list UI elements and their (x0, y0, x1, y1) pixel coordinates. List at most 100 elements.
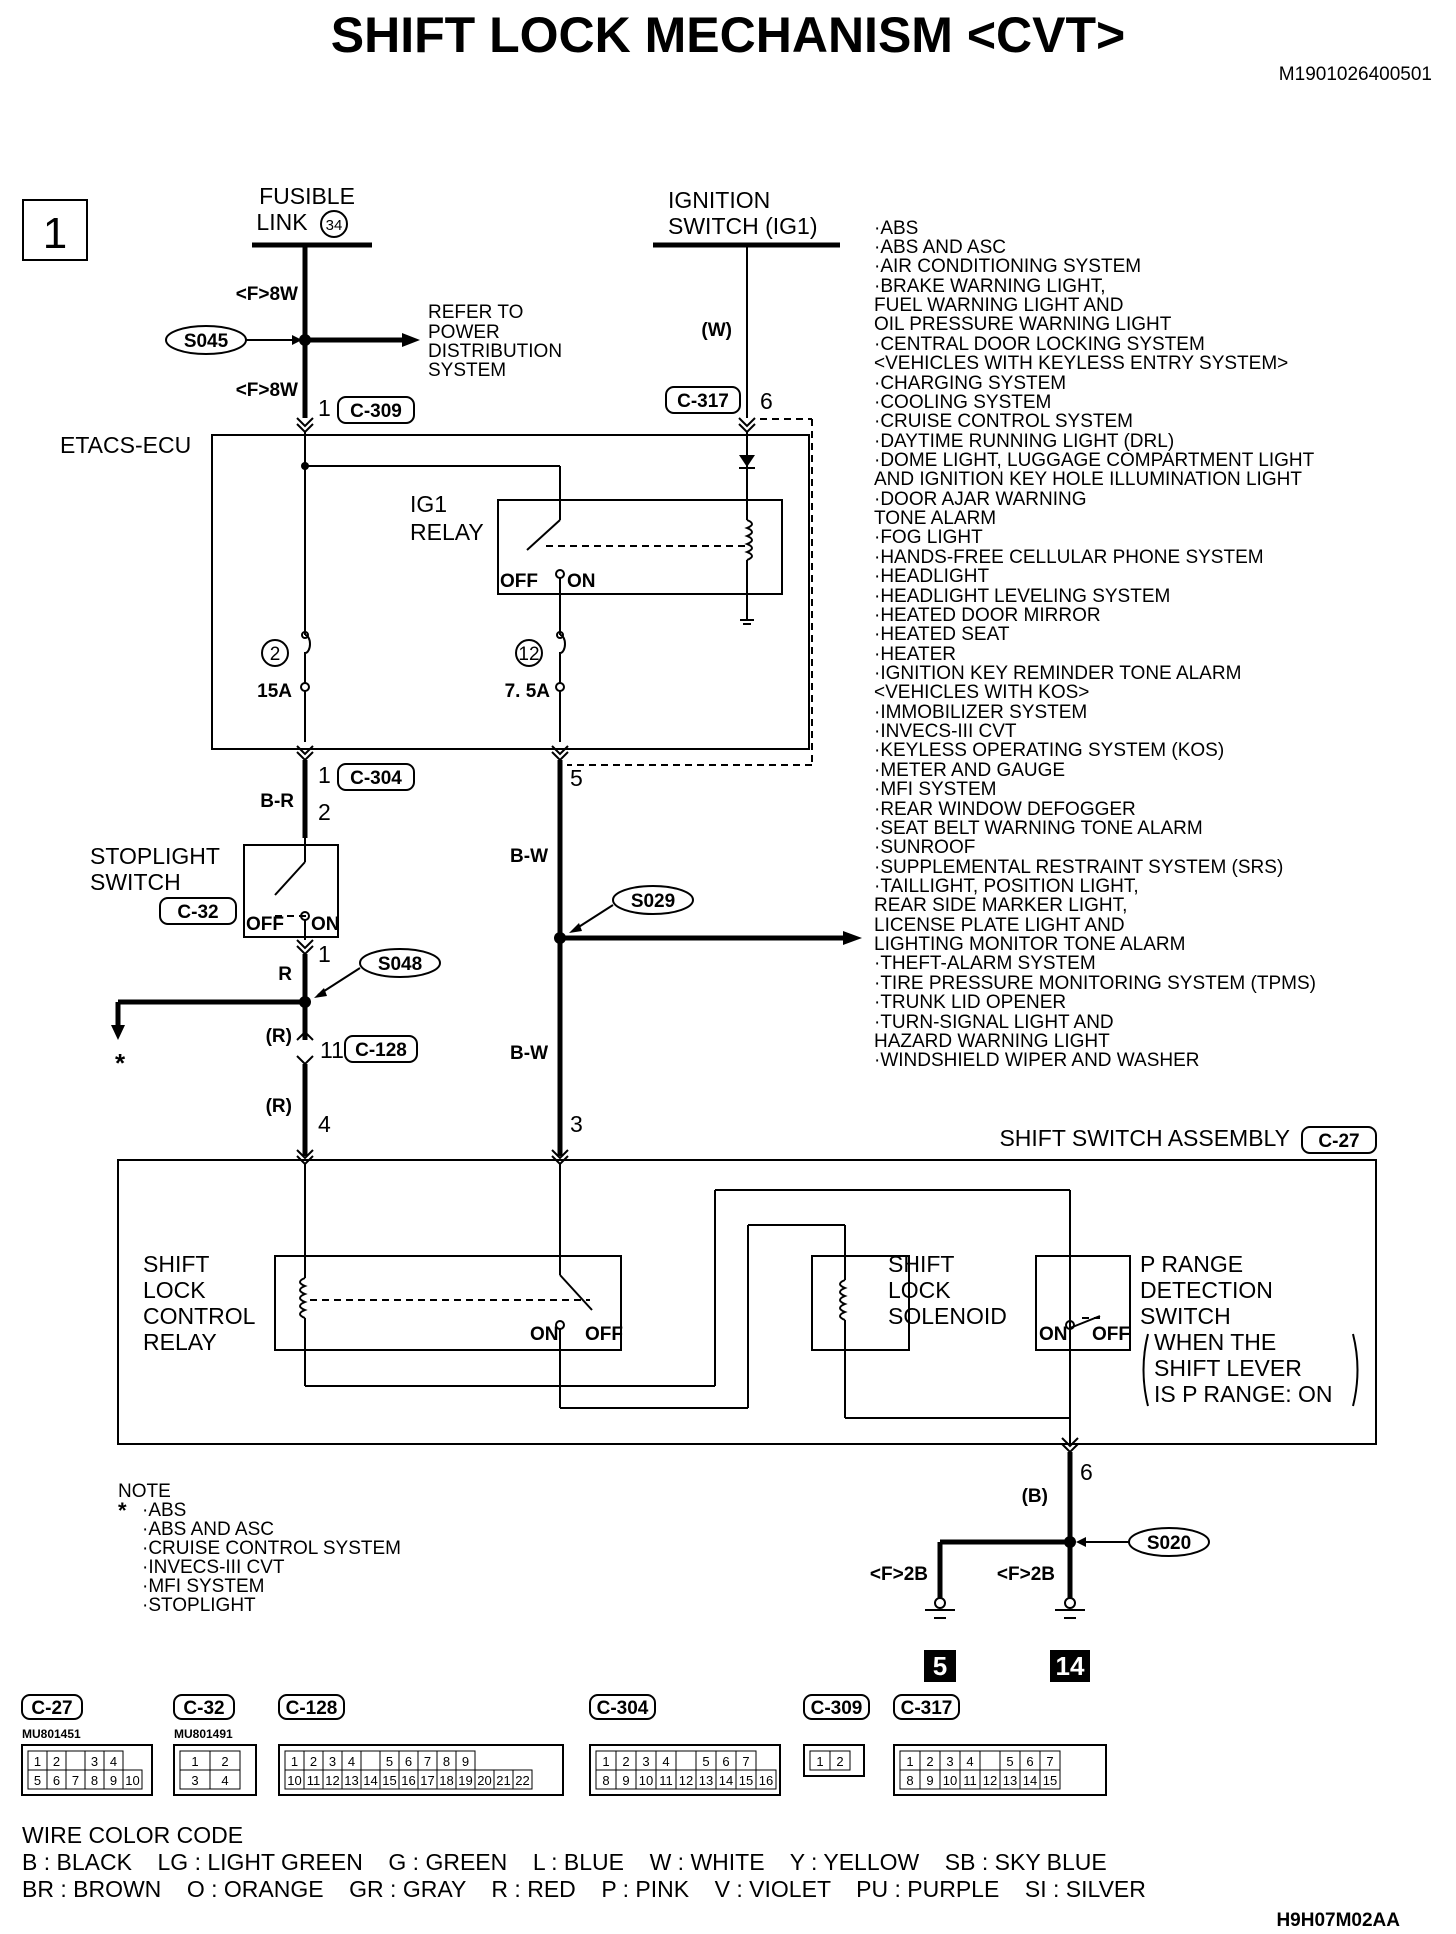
connector-view-pin: 5 (34, 1773, 41, 1788)
connector-view-pin: 15 (382, 1773, 396, 1788)
systems-item: ·MFI SYSTEM (874, 779, 996, 800)
connector-view-pin: 22 (515, 1773, 529, 1788)
wire-label-r: R (278, 964, 292, 985)
splice-s048-label: S048 (378, 954, 422, 975)
note-item: ·INVECS-III CVT (142, 1557, 285, 1578)
fuse-2-number: 2 (270, 644, 281, 665)
connector-view-cavity (829, 1750, 851, 1771)
arrow-power-distribution (402, 333, 420, 347)
connector-view-cavity (209, 1769, 241, 1790)
splice-s029-label: S029 (631, 891, 675, 912)
connector-c317-label: C-317 (677, 391, 729, 412)
note-block: NOTE * ·ABS ·ABS AND ASC ·CRUISE CONTROL… (118, 1481, 401, 1616)
refer-to-4: SYSTEM (428, 360, 506, 381)
connector-view-name: C-304 (597, 1698, 649, 1719)
ig1-relay-contact (555, 569, 565, 579)
etacs-ecu-label: ETACS-ECU (60, 432, 191, 458)
connector-view-pin: 4 (662, 1754, 669, 1769)
shift-lock-relay-label-2: LOCK (143, 1277, 206, 1303)
connector-view-body (893, 1744, 1107, 1796)
connector-view-pin: 1 (602, 1754, 609, 1769)
connector-view-pin: 1 (906, 1754, 913, 1769)
systems-item: ·SUNROOF (874, 837, 975, 858)
connector-view-pin: 13 (1003, 1773, 1017, 1788)
wire-label-b: (B) (1022, 1486, 1048, 1507)
refer-to-3: DISTRIBUTION (428, 341, 562, 362)
p-range-paren-right (1352, 1333, 1359, 1407)
connector-view-pin: 6 (722, 1754, 729, 1769)
fuse-12-number-circle (515, 639, 543, 667)
connector-c317-tag (665, 386, 741, 414)
wire-color-code-row-2: BR : BROWN O : ORANGE GR : GRAY R : RED … (22, 1876, 1146, 1902)
systems-item: ·BRAKE WARNING LIGHT, (874, 276, 1106, 297)
connector-view-pin: 2 (221, 1754, 228, 1769)
connector-view-pin: 11 (963, 1773, 977, 1788)
stoplight-switch-off: OFF (246, 914, 284, 935)
fuse-12-rating: 7. 5A (505, 681, 551, 702)
shift-lock-relay-label-1: SHIFT (143, 1251, 209, 1277)
connector-view-pin: 5 (702, 1754, 709, 1769)
ignition-switch-label-2: SWITCH (IG1) (668, 213, 818, 239)
connector-view-cavity (122, 1769, 143, 1790)
splice-s048-leader-arrow (314, 988, 327, 998)
fuse-2-symbol (304, 634, 311, 742)
fusible-link-label-1: FUSIBLE (259, 183, 355, 209)
connector-view-pin: 3 (642, 1754, 649, 1769)
connector-view-pin: 14 (719, 1773, 733, 1788)
ig1-relay-coil (744, 519, 753, 561)
connector-view-pin: 8 (443, 1754, 450, 1769)
shift-lock-solenoid-box (811, 1255, 910, 1351)
connector-view-pin: 8 (91, 1773, 98, 1788)
connector-view-pin: 3 (191, 1773, 198, 1788)
connector-chevron (296, 417, 314, 428)
connector-view-name: C-27 (31, 1698, 72, 1719)
connector-c32-tag (159, 897, 237, 925)
ignition-switch-label-1: IGNITION (668, 187, 770, 213)
shift-lock-relay-coil (299, 1277, 308, 1319)
connector-view-tag (893, 1694, 960, 1720)
ground-terminal (1064, 1597, 1076, 1609)
splice-s029 (612, 885, 694, 915)
systems-list: ·ABS ·ABS AND ASC ·AIR CONDITIONING SYST… (874, 218, 1316, 1071)
shift-lock-relay-off: OFF (585, 1324, 623, 1345)
pin-c27-4: 4 (318, 1111, 331, 1137)
connector-c27-label: C-27 (1318, 1131, 1359, 1152)
connector-view-pin: 10 (287, 1773, 301, 1788)
fuse-terminal (556, 631, 564, 639)
connector-view-pin: 7 (72, 1773, 79, 1788)
systems-item: ·CENTRAL DOOR LOCKING SYSTEM (874, 334, 1205, 355)
shift-lock-relay-on: ON (530, 1324, 559, 1345)
shift-lock-solenoid-coil (839, 1279, 848, 1321)
systems-item: LICENSE PLATE LIGHT AND (874, 915, 1125, 936)
connector-view-pin: 10 (943, 1773, 957, 1788)
systems-item: TONE ALARM (874, 508, 996, 529)
systems-item: ·DOOR AJAR WARNING (874, 489, 1087, 510)
connector-chevron (296, 1055, 314, 1066)
connector-view-pin: 16 (759, 1773, 773, 1788)
splice-s045-leader-arrow (292, 335, 302, 345)
connector-view-name: C-128 (286, 1698, 338, 1719)
connector-c27-tag (1301, 1126, 1377, 1154)
connector-view-pin: 7 (1046, 1754, 1053, 1769)
connector-view-part-number: MU801491 (174, 1727, 233, 1741)
connector-view-pin: 5 (1006, 1754, 1013, 1769)
connector-view-pin: 13 (699, 1773, 713, 1788)
connector-view-pin: 10 (125, 1773, 139, 1788)
wire-label-r-paren: (R) (266, 1026, 292, 1047)
pin-c309-1: 1 (318, 395, 331, 421)
connector-view-pin: 12 (325, 1773, 339, 1788)
connector-view-pin: 1 (34, 1754, 41, 1769)
solenoid-label-2: LOCK (888, 1277, 951, 1303)
asterisk-marker: * (115, 1048, 126, 1078)
p-range-label-2: DETECTION (1140, 1277, 1273, 1303)
connector-view-pin: 2 (622, 1754, 629, 1769)
connector-view-pin: 1 (191, 1754, 198, 1769)
systems-item: ·REAR WINDOW DEFOGGER (874, 799, 1136, 820)
note-item: ·ABS AND ASC (142, 1519, 274, 1540)
pin-c128-11: 11 (320, 1037, 344, 1063)
splice-s020-label: S020 (1147, 1533, 1191, 1554)
connector-c304-tag (337, 763, 415, 791)
shift-lock-relay-switch (559, 1274, 593, 1311)
stoplight-switch-contact (274, 861, 306, 896)
page-number: 1 (43, 209, 67, 258)
